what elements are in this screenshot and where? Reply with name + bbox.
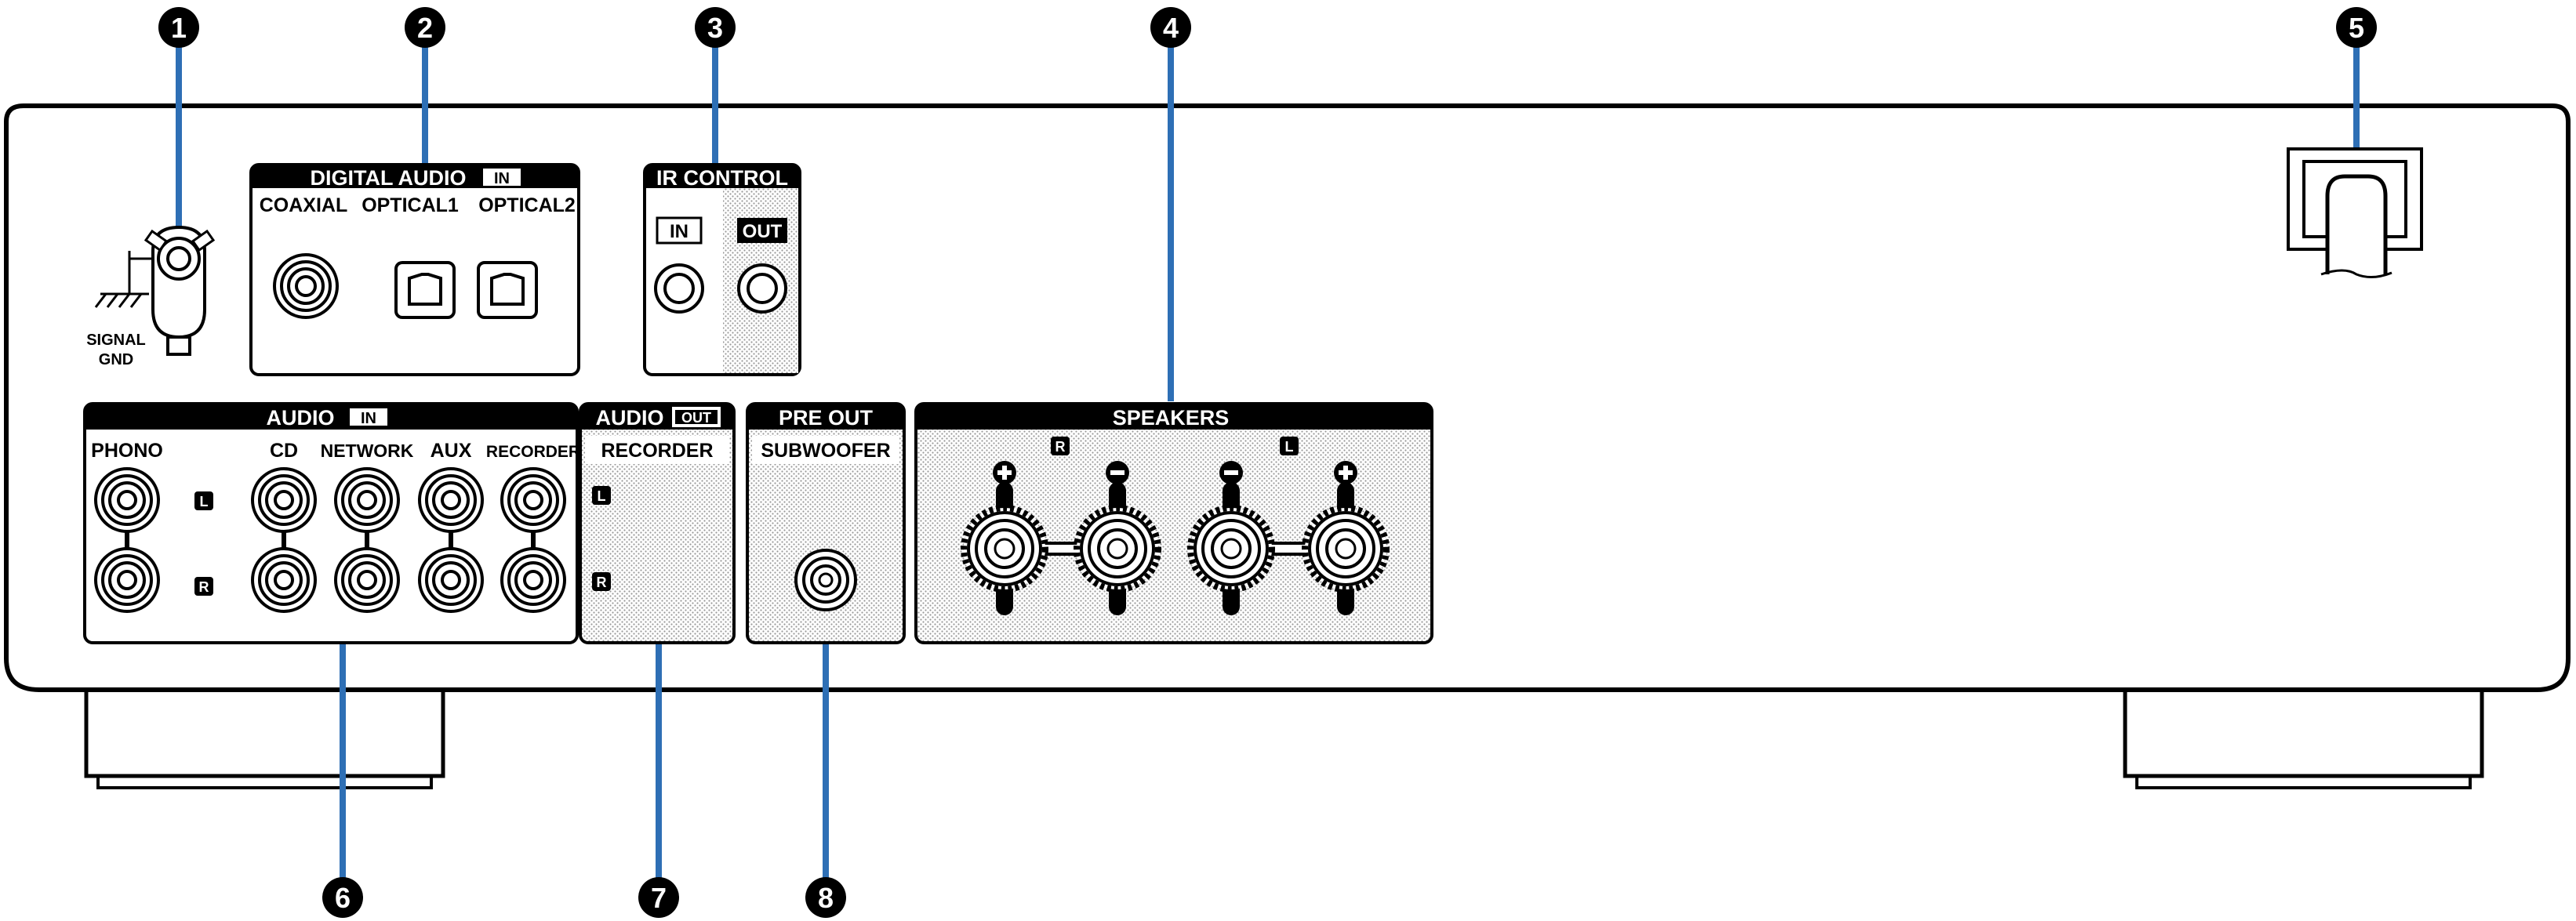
pre-out-title: PRE OUT	[779, 406, 874, 430]
speaker-terminals[interactable]	[961, 461, 1390, 615]
callout-7-number: 7	[651, 882, 667, 914]
aux-label: AUX	[431, 440, 472, 462]
signal-gnd-label-line2: GND	[99, 351, 133, 368]
callout-2: 2	[405, 7, 445, 48]
optical1-jack[interactable]	[394, 261, 456, 319]
network-l-jack[interactable]	[334, 467, 400, 533]
audio-in-r-label: R	[199, 579, 209, 595]
callout-8: 8	[805, 877, 846, 918]
coaxial-label: COAXIAL	[260, 194, 348, 216]
power-cord	[2287, 147, 2423, 278]
phono-l-jack[interactable]	[94, 467, 160, 533]
callout-5-number: 5	[2349, 12, 2364, 44]
digital-audio-title: DIGITAL AUDIO	[311, 166, 467, 190]
audio-in-l-label: L	[200, 494, 209, 509]
network-r-jack[interactable]	[334, 547, 400, 613]
phono-r-jack[interactable]	[94, 547, 160, 613]
cd-label: CD	[270, 440, 298, 462]
pre-out-panel: PRE OUT SUBWOOFER	[746, 402, 906, 644]
audio-out-r-label: R	[597, 575, 607, 590]
audio-out-title: AUDIO	[596, 406, 664, 430]
cd-r-jack[interactable]	[251, 547, 317, 613]
subwoofer-label: SUBWOOFER	[761, 440, 890, 462]
recorder-out-label: RECORDER	[601, 440, 713, 462]
speakers-title: SPEAKERS	[1113, 406, 1230, 430]
audio-in-badge: IN	[361, 410, 376, 427]
callout-6-number: 6	[335, 882, 351, 914]
audio-out-badge: OUT	[681, 410, 711, 426]
ir-out-label: OUT	[743, 221, 783, 242]
signal-gnd-label-line1: SIGNAL	[86, 332, 146, 349]
callout-6: 6	[322, 877, 363, 918]
minus-icon	[1106, 461, 1129, 484]
callout-4: 4	[1150, 7, 1191, 48]
callout-5: 5	[2336, 7, 2377, 48]
callout-2-number: 2	[417, 12, 433, 44]
minus-icon	[1219, 461, 1243, 484]
plus-icon	[993, 461, 1016, 484]
speaker-r-minus-terminal[interactable]	[1074, 461, 1161, 615]
ir-control-title: IR CONTROL	[656, 166, 788, 190]
callout-lines	[176, 27, 2360, 894]
plus-icon	[1334, 461, 1357, 484]
speaker-l-minus-terminal[interactable]	[1187, 461, 1275, 615]
speakers-r-label: R	[1055, 439, 1066, 455]
signal-gnd-terminal[interactable]: SIGNAL GND	[86, 225, 216, 368]
subwoofer-jack[interactable]	[794, 549, 857, 611]
optical2-label: OPTICAL2	[478, 194, 576, 216]
ir-in-label: IN	[670, 221, 689, 242]
speakers-l-label: L	[1285, 439, 1294, 455]
audio-out-panel: AUDIO OUT RECORDER L R	[579, 402, 736, 644]
digital-audio-in-badge: IN	[494, 170, 510, 187]
speaker-l-plus-terminal[interactable]	[1302, 461, 1390, 615]
audio-in-title: AUDIO	[267, 406, 335, 430]
callout-7: 7	[638, 877, 679, 918]
callout-4-number: 4	[1163, 12, 1179, 44]
callout-3: 3	[695, 7, 736, 48]
network-label: NETWORK	[321, 441, 414, 461]
speakers-panel: SPEAKERS R L	[914, 402, 1433, 644]
aux-l-jack[interactable]	[418, 467, 484, 533]
ir-control-panel: IR CONTROL IN OUT	[643, 163, 801, 376]
recorder-in-r-jack[interactable]	[500, 547, 566, 613]
callout-1-number: 1	[171, 12, 187, 44]
recorder-in-label: RECORDER	[486, 443, 580, 461]
callout-8-number: 8	[818, 882, 834, 914]
audio-out-l-label: L	[598, 488, 606, 504]
optical1-label: OPTICAL1	[362, 194, 459, 216]
aux-r-jack[interactable]	[418, 547, 484, 613]
cd-l-jack[interactable]	[251, 467, 317, 533]
callout-1: 1	[158, 7, 199, 48]
speaker-r-plus-terminal[interactable]	[961, 461, 1048, 615]
ir-in-jack[interactable]	[654, 263, 704, 314]
recorder-in-l-jack[interactable]	[500, 467, 566, 533]
ir-out-jack[interactable]	[737, 263, 787, 314]
callout-3-number: 3	[707, 12, 723, 44]
coaxial-jack[interactable]	[273, 253, 339, 319]
phono-label: PHONO	[91, 440, 163, 462]
audio-in-panel: AUDIO IN PHONO CD NETWORK AUX RECORDER L…	[83, 402, 580, 644]
optical2-jack[interactable]	[477, 261, 538, 319]
